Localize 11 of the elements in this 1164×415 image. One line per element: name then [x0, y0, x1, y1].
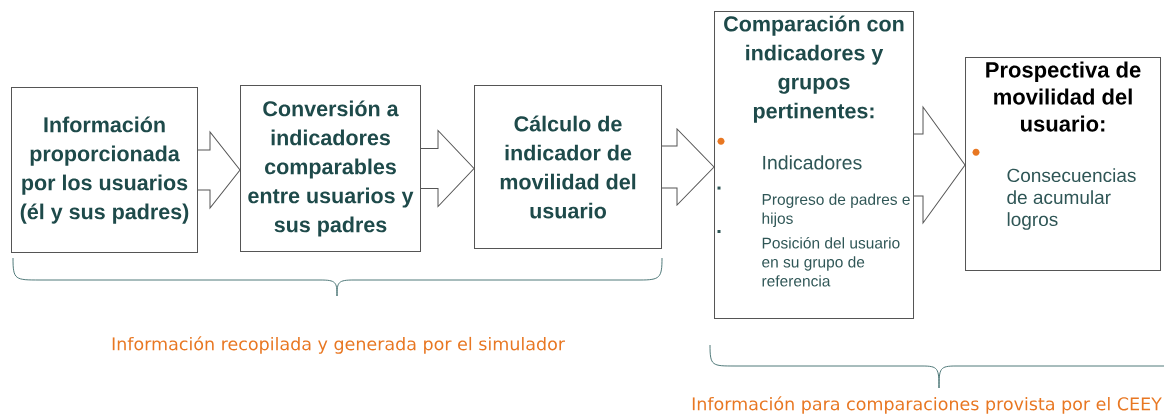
caption-text: Información recopilada y generada por el simulador: [112, 336, 566, 354]
process-box: Cálculo de indicador de movilidad del usuario: [474, 85, 662, 249]
block-arrow: [197, 131, 241, 209]
block-arrow: [661, 128, 715, 206]
process-box: Prospectiva de movilidad del usuario: Consecuencias de acumular logros: [965, 57, 1161, 271]
process-box: Conversión a indicadores comparables entre usuarios y sus padres: [240, 85, 421, 252]
block-arrow: [913, 106, 966, 224]
process-box: Información proporcionada por los usuarios (él y sus padres): [11, 87, 198, 253]
process-box: Comparación con indicadores y grupos pertinentes: Indicadores Progreso de padres e hijos Posición del usuario en su grupo de referencia: [714, 11, 914, 319]
caption-text: Información para comparaciones provista por el CEEY: [692, 396, 1162, 414]
block-arrow: [420, 130, 475, 207]
